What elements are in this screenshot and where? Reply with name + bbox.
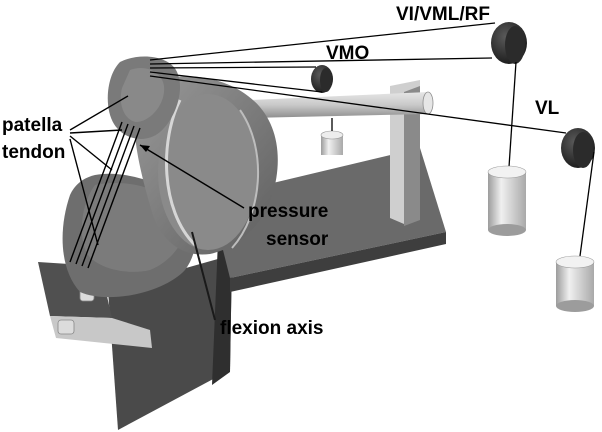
label-vmo: VMO — [326, 43, 369, 64]
femur-condyle — [158, 94, 258, 250]
weight-vl — [555, 255, 595, 312]
femur-condyle-rim — [165, 99, 197, 247]
pulley-vi — [491, 22, 527, 64]
patella-shade — [120, 67, 165, 122]
rod-end — [422, 91, 434, 115]
label-pressure: pressure — [248, 201, 328, 222]
horizontal-rod — [250, 92, 431, 118]
label-patella: patella — [2, 115, 63, 136]
vertical-base-plate-edge — [212, 240, 232, 385]
flexion-axis-line — [191, 231, 216, 321]
leader-lines — [69, 95, 245, 246]
small-weight — [321, 135, 343, 155]
label-vi-vml-rf: VI/VML/RF — [396, 4, 490, 25]
weight-vi — [487, 165, 527, 236]
upright-post-side — [404, 86, 420, 226]
peg-left — [57, 319, 75, 335]
small-weight-top — [320, 130, 344, 140]
end-block-face — [50, 316, 152, 348]
horizontal-platform — [210, 148, 446, 278]
label-sensor: sensor — [266, 229, 329, 250]
muscle-ropes — [149, 22, 595, 257]
base-frame — [38, 80, 446, 430]
label-vl: VL — [535, 98, 560, 119]
label-tendon: tendon — [2, 142, 65, 163]
label-flexion-axis: flexion axis — [220, 318, 324, 339]
vertical-base-plate — [108, 255, 232, 430]
pulley-vmo — [311, 65, 333, 93]
femur-condyle-rim-right — [231, 109, 260, 249]
horizontal-platform-front — [230, 232, 446, 292]
pulley-vl — [561, 128, 595, 168]
patella-tendon-strands — [69, 121, 141, 269]
